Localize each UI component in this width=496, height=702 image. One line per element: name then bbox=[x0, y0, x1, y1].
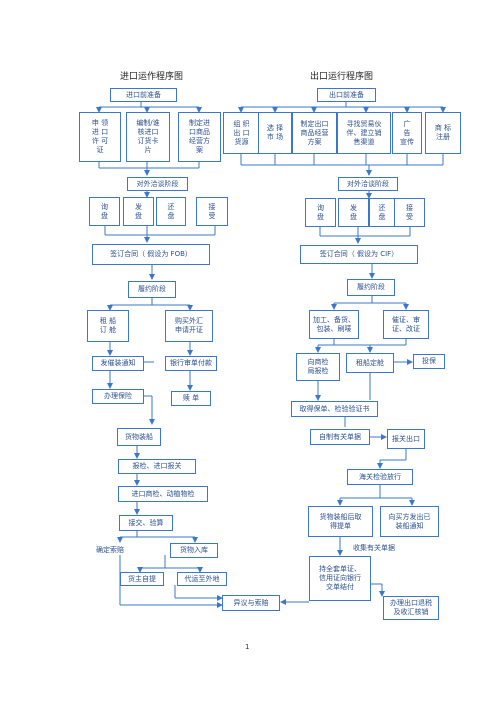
export-contract-box: 签订合同（ 假设为 CIF） bbox=[300, 245, 418, 264]
import-negotiation-box: 对外洽谈阶段 bbox=[127, 177, 188, 191]
import-step-counter-offer-box: 还 盘 bbox=[156, 197, 186, 226]
import-unload-box: 接交、验算 bbox=[119, 515, 173, 531]
import-prep-business-plan-box: 制定进 口商品 经营方 案 bbox=[178, 112, 221, 162]
import-step-offer-box: 发 盘 bbox=[123, 197, 154, 226]
export-quality-inspection-box: 向商检 局报检 bbox=[296, 353, 340, 381]
export-process-title: 出口运行程序图 bbox=[310, 72, 374, 82]
export-step-acceptance-box: 接 受 bbox=[394, 198, 425, 227]
export-settlement-box: 办理出口退税 及收汇核销 bbox=[383, 596, 439, 620]
export-preparation-box: 出口前准备 bbox=[317, 88, 376, 102]
export-certificate-box: 取得保单、检验验证书 bbox=[291, 401, 378, 417]
export-shipping-notice-box: 向买方发出已 装船通知 bbox=[380, 506, 439, 537]
import-self-pickup-box: 货主自提 bbox=[120, 572, 164, 586]
import-step-inquiry-box: 询 盘 bbox=[89, 197, 120, 226]
import-charter-box: 租 船 订 舱 bbox=[87, 310, 129, 342]
export-docs-box: 自制有关单据 bbox=[310, 429, 370, 445]
import-performance-box: 履约阶段 bbox=[128, 281, 176, 298]
export-prep-partner-box: 寻找贸易伙 伴、建立销 售渠道 bbox=[337, 112, 391, 154]
export-prep-source-box: 组 织 出 口 货源 bbox=[223, 112, 260, 154]
import-preparation-box: 进口前准备 bbox=[110, 88, 177, 102]
import-claim-determine-label: 确定索赔 bbox=[96, 546, 124, 554]
import-inspection-box: 进口商检、动植物检 bbox=[118, 486, 208, 502]
import-loading-box: 货物装船 bbox=[117, 428, 161, 446]
export-collect-docs-label: 收集有关单据 bbox=[353, 544, 395, 552]
export-processing-box: 加工、备货、 包装、刷唛 bbox=[309, 310, 359, 339]
export-prep-market-box: 选 择 市 场 bbox=[258, 112, 292, 154]
import-dispute-box: 异议与索赔 bbox=[222, 595, 280, 611]
export-step-counter-offer-box: 还 盘 bbox=[369, 198, 395, 227]
export-step-offer-box: 发 盘 bbox=[338, 198, 369, 227]
export-present-docs-box: 持全套单证、 信用证向银行 交单结付 bbox=[309, 556, 371, 601]
export-customs-box: 报关出口 bbox=[387, 429, 425, 449]
import-redeem-docs-box: 赎 单 bbox=[171, 391, 211, 406]
import-prep-order-card-box: 编制/谁 核进口 订货卡 片 bbox=[126, 112, 170, 162]
export-release-box: 海关检验放行 bbox=[347, 469, 413, 485]
import-forward-box: 代运至外地 bbox=[177, 572, 227, 586]
export-insurance-box: 投保 bbox=[413, 354, 445, 369]
import-buy-forex-box: 购买外汇 申请开证 bbox=[165, 310, 213, 342]
export-prep-advertising-box: 广 告 宣传 bbox=[392, 112, 422, 154]
import-contract-box: 签订合同（ 假设为 FOB） bbox=[92, 244, 210, 265]
export-prep-trademark-box: 商 标 注册 bbox=[425, 112, 461, 154]
export-negotiation-box: 对外洽谈阶段 bbox=[338, 177, 398, 191]
export-booking-box: 租船定舱 bbox=[346, 353, 394, 373]
export-bill-of-lading-box: 货物装船后取 得提单 bbox=[308, 506, 373, 537]
import-bank-review-box: 银行审单付款 bbox=[165, 356, 217, 371]
import-process-title: 进口运作程序图 bbox=[120, 72, 184, 82]
export-step-inquiry-box: 询 盘 bbox=[305, 198, 336, 227]
export-prep-business-plan-box: 制定出口 商品经营 方案 bbox=[292, 112, 337, 154]
import-shipping-notice-box: 发催装通知 bbox=[92, 356, 144, 371]
export-lc-check-box: 催证、审 证、改证 bbox=[383, 310, 429, 339]
import-prep-license-box: 申 领 进 口 许 可 证 bbox=[79, 112, 121, 162]
page-number: 1 bbox=[245, 643, 250, 651]
import-insurance-box: 办理保险 bbox=[92, 389, 144, 404]
import-customs-box: 报检、进口报关 bbox=[118, 459, 196, 474]
import-warehouse-box: 货物入库 bbox=[170, 543, 218, 558]
import-step-acceptance-box: 接 受 bbox=[196, 197, 228, 226]
export-performance-box: 履约阶段 bbox=[347, 279, 395, 296]
